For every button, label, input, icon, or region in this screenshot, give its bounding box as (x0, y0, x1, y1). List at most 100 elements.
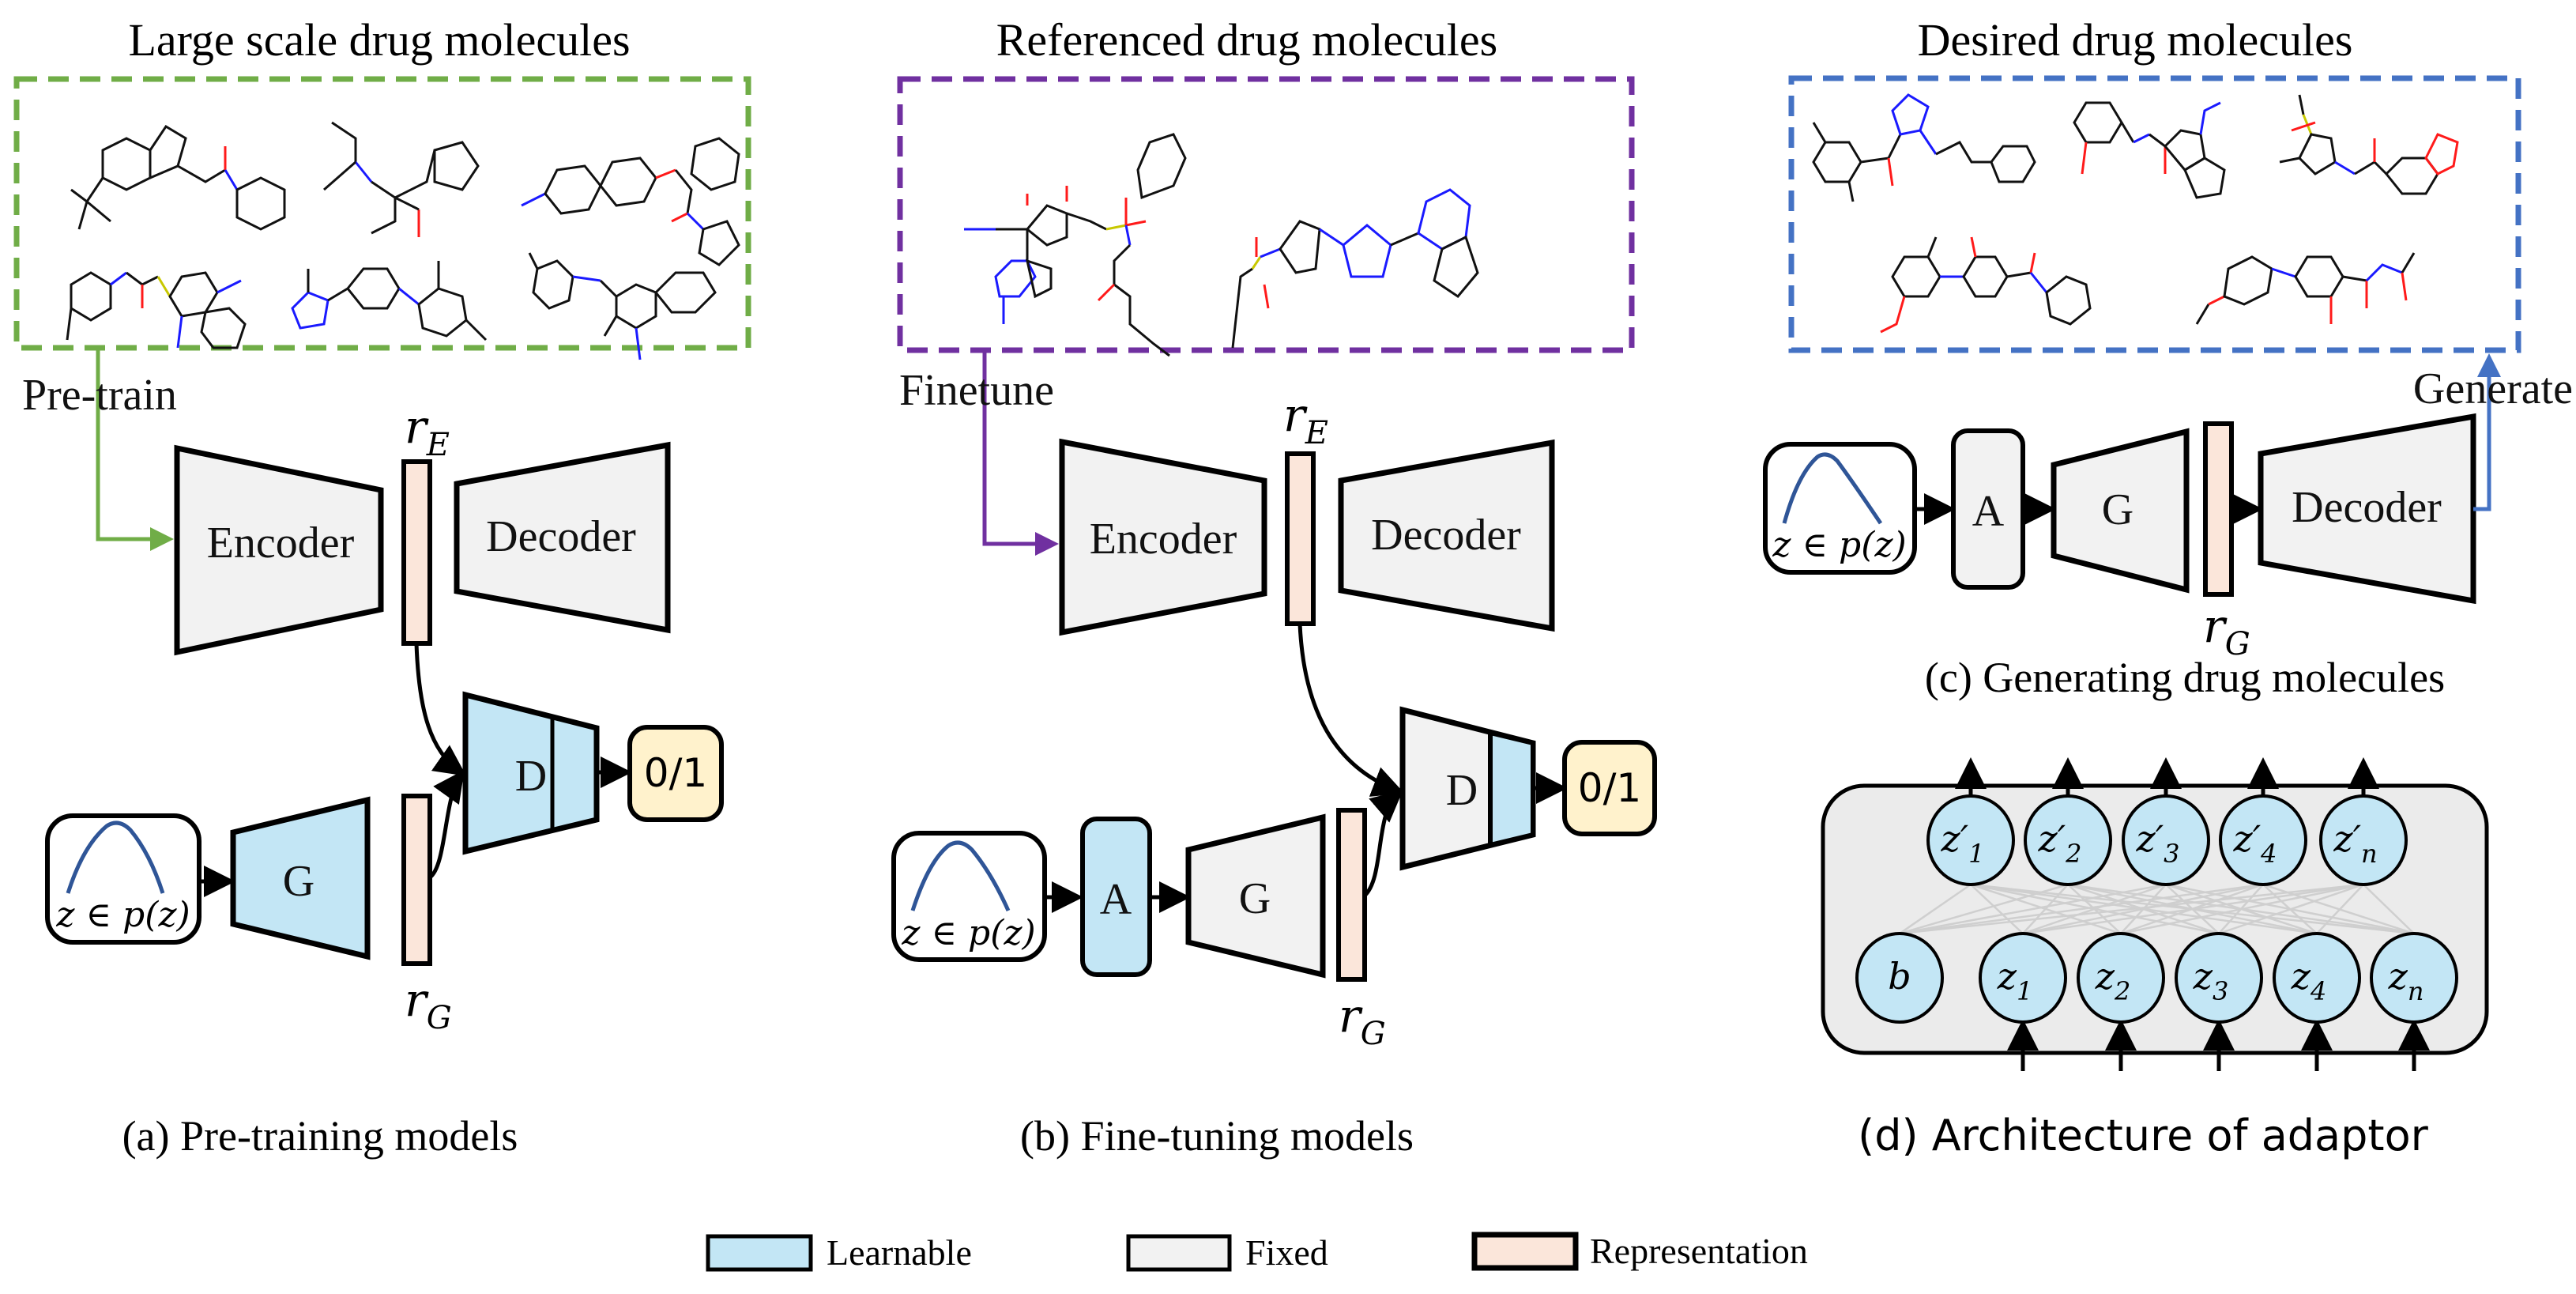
node-circle (2077, 932, 2165, 1024)
pretrain-label: Pre-train (22, 371, 177, 420)
re-to-discriminator-arrow (414, 643, 467, 776)
dataset-title-desired: Desired drug molecules (1918, 14, 2353, 66)
panel-a: Large scale drug molecules (13, 14, 751, 1160)
node-circle (2219, 794, 2307, 886)
adaptor-label: A (1972, 487, 2005, 536)
molecule-icon (1880, 236, 2092, 334)
legend-label-learnable: Learnable (827, 1232, 972, 1273)
connection-line (1970, 883, 2122, 935)
molecule-icon (521, 137, 740, 266)
noise-label: z ∈ p(z) (901, 913, 1035, 953)
molecule-icon (1812, 93, 2036, 202)
molecule-structures (66, 121, 740, 360)
output-arrows (1955, 757, 2379, 796)
output-node: z′2 (2024, 794, 2112, 886)
generator-block (2051, 428, 2190, 594)
encoder-representation-label: rE (1283, 388, 1328, 451)
rg-to-discriminator-arrow (1363, 790, 1403, 897)
molecule-icon (2073, 101, 2226, 199)
panel-c: Desired drug molecules (1763, 14, 2573, 701)
connection-line (2262, 883, 2415, 935)
panel-b: Referenced drug molecules (891, 14, 1657, 1160)
node-circle (2024, 794, 2112, 886)
molecule-icon (528, 252, 717, 360)
noise-label: z ∈ p(z) (1772, 525, 1906, 565)
generator-representation-label: rG (1339, 989, 1386, 1052)
decoder-block (1338, 439, 1555, 632)
caption-b: (b) Fine-tuning models (1020, 1112, 1414, 1160)
molecule-icon (964, 133, 1187, 357)
output-node: z′3 (2122, 794, 2210, 886)
dataset-title-referenced: Referenced drug molecules (996, 14, 1498, 66)
discriminator-label: D (1446, 766, 1478, 815)
connection-line (1970, 883, 2220, 935)
real-fake-output-box (1562, 740, 1657, 836)
noise-label: z ∈ p(z) (55, 895, 190, 935)
generator-label: G (1239, 874, 1271, 923)
legend-swatch-representation (1471, 1232, 1579, 1271)
real-fake-output-label: 0/1 (1578, 765, 1641, 811)
caption-a: (a) Pre-training models (122, 1112, 518, 1160)
gaussian-curve-icon (66, 821, 165, 894)
encoder-representation-bar (1285, 451, 1316, 626)
generator-label: G (2102, 485, 2133, 534)
rg-to-discriminator-arrow (428, 769, 465, 880)
node-label: z′3 (2135, 817, 2179, 869)
dataset-box-referenced (897, 76, 1635, 353)
generator-representation-bar (2203, 421, 2234, 597)
connection-line (2363, 884, 2415, 934)
real-fake-output-box (627, 725, 724, 822)
molecule-icon (70, 124, 286, 231)
connection-line (2067, 883, 2415, 935)
encoder-block (174, 444, 384, 656)
bias-node: b (1855, 932, 1944, 1024)
generate-flow-arrow (2473, 353, 2501, 511)
molecule-icon (1231, 188, 1479, 349)
generate-label: Generate (2413, 364, 2573, 413)
molecule-icon (2195, 252, 2416, 325)
decoder-label: Decoder (486, 512, 636, 561)
connection-line (1970, 883, 2415, 935)
connection-line (2165, 883, 2415, 935)
connection-line (1970, 883, 2318, 935)
node-circle (1926, 794, 2015, 886)
input-node: zn (2370, 932, 2458, 1024)
dataset-box-desired (1788, 75, 2521, 353)
adaptor-label: A (1100, 875, 1132, 924)
dense-connections (1899, 883, 2415, 935)
decoder-block (454, 441, 671, 634)
molecule-icon (2279, 94, 2459, 195)
generator-representation-label: rG (2203, 599, 2250, 662)
node-label: z2 (2095, 955, 2131, 1006)
output-node: z′1 (1926, 794, 2015, 886)
caption-c: (c) Generating drug molecules (1925, 654, 2445, 701)
finetune-flow-arrow (982, 350, 1059, 556)
decoder-block (2258, 413, 2476, 605)
molecule-icon (291, 261, 488, 341)
generator-representation-label: rG (405, 973, 452, 1036)
node-circle (2122, 794, 2210, 886)
pretrain-flow-arrow (96, 348, 174, 551)
node-label: zn (2388, 955, 2424, 1006)
generator-label: G (283, 857, 314, 906)
node-circle (2370, 932, 2458, 1024)
molecule-icon (323, 121, 480, 237)
legend-label-representation: Representation (1590, 1231, 1808, 1271)
output-node: z′n (2319, 794, 2408, 886)
input-node: z1 (1979, 932, 2067, 1024)
node-label: z3 (2193, 955, 2229, 1006)
noise-box (45, 813, 201, 945)
node-label: z4 (2291, 955, 2327, 1006)
node-label: z1 (1997, 955, 2033, 1006)
generator-representation-bar (1336, 808, 1367, 982)
input-arrows (2007, 1019, 2430, 1071)
node-label: z′4 (2232, 817, 2277, 869)
encoder-label: Encoder (207, 519, 355, 568)
encoder-label: Encoder (1090, 515, 1237, 564)
legend-label-fixed: Fixed (1245, 1232, 1328, 1273)
encoder-representation-bar (401, 459, 432, 646)
connection-line (1970, 884, 2024, 934)
